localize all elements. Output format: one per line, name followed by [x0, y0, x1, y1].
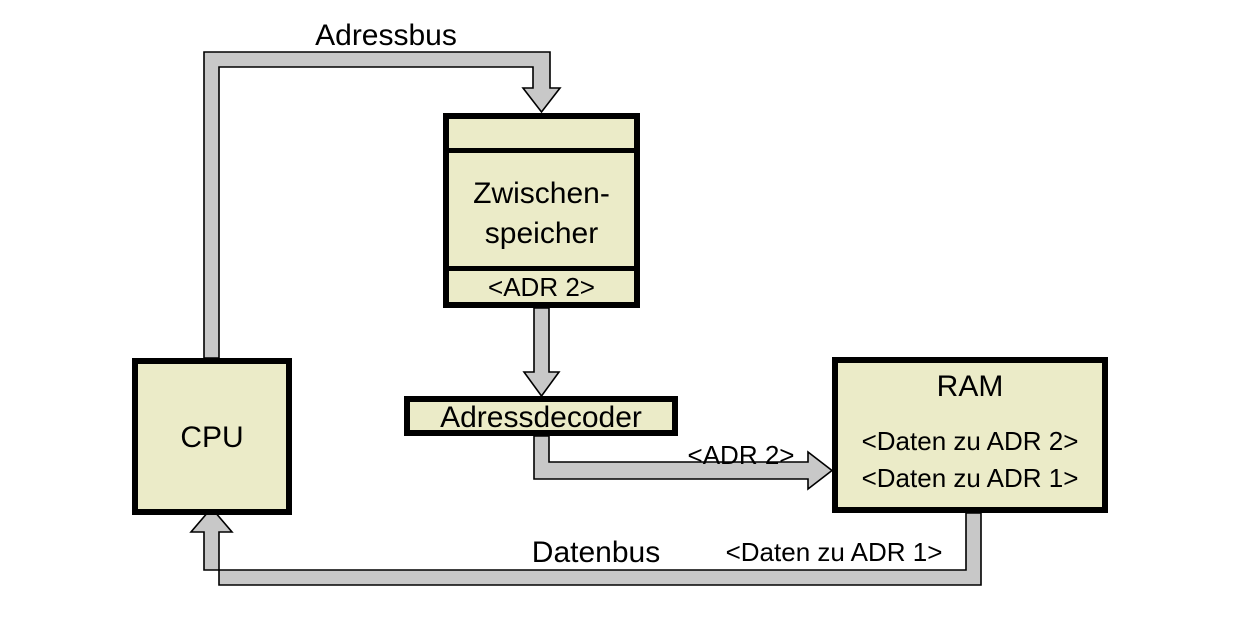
node-adressdecoder[interactable]: Adressdecoder — [404, 396, 678, 436]
cpu-label: CPU — [180, 421, 243, 454]
adressdecoder-label: Adressdecoder — [440, 401, 642, 434]
adressdecoder-box[interactable] — [404, 396, 678, 436]
adressbus-connector — [203, 51, 562, 359]
node-zwischenspeicher[interactable]: Zwischen- speicher <ADR 2> — [443, 113, 640, 308]
ram-box[interactable] — [832, 357, 1108, 513]
zwischenspeicher-to-adressdecoder-connector — [522, 307, 561, 398]
zwischenspeicher-label-line2: speicher — [485, 217, 598, 250]
zwischenspeicher-slot-bottom: <ADR 2> — [488, 272, 595, 302]
zwischenspeicher-label-line1: Zwischen- — [473, 177, 610, 210]
node-ram[interactable]: RAM <Daten zu ADR 2> <Daten zu ADR 1> — [832, 357, 1108, 513]
ram-row-2: <Daten zu ADR 1> — [862, 463, 1079, 493]
adressdecoder-to-ram-label: <ADR 2> — [688, 440, 795, 470]
adressbus-label: Adressbus — [315, 19, 457, 52]
datenbus-connector — [189, 506, 982, 586]
adressdecoder-to-ram-connector — [533, 435, 834, 491]
ram-title: RAM — [937, 370, 1004, 403]
ram-row-1: <Daten zu ADR 2> — [862, 426, 1079, 456]
node-cpu[interactable]: CPU — [132, 358, 292, 515]
cpu-box[interactable] — [132, 358, 292, 515]
datenbus-payload-label: <Daten zu ADR 1> — [726, 537, 943, 567]
zwischenspeicher-box[interactable] — [443, 113, 640, 308]
datenbus-label: Datenbus — [532, 536, 660, 569]
